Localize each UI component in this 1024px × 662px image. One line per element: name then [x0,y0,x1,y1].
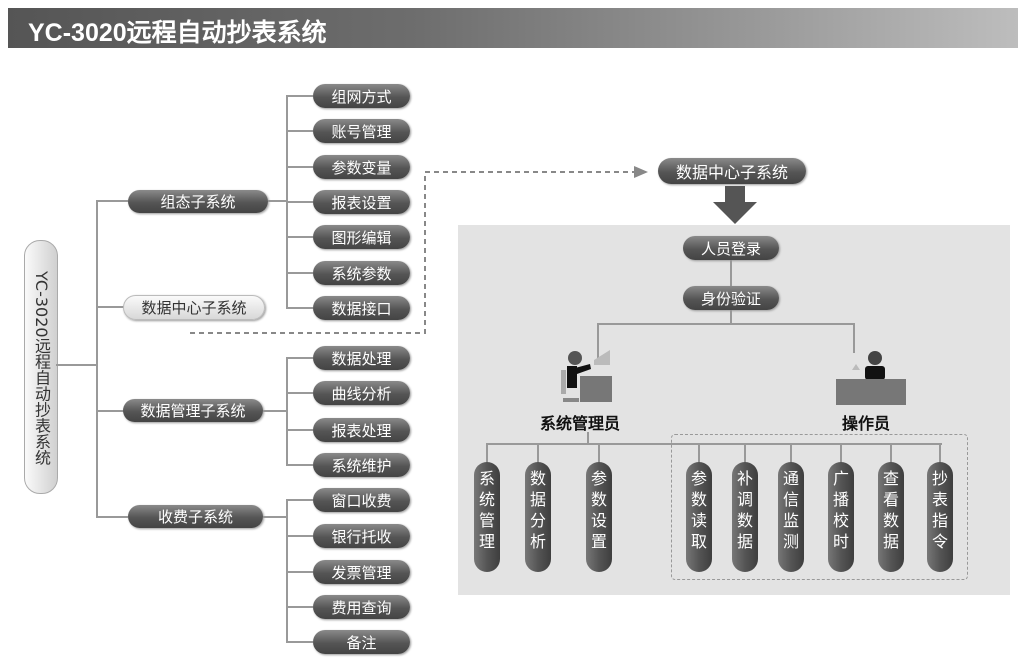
connector [486,443,488,463]
connector [286,499,313,501]
operator-label: 操作员 [842,414,891,433]
connector [96,306,124,308]
connector [286,535,313,537]
node-billing-item: 窗口收费 [313,488,410,512]
verify-node: 身份验证 [683,286,779,310]
root-node-label: YC-3020远程自动抄表系统 [32,270,51,466]
connector [96,201,98,518]
connector [286,429,313,431]
admin-person-icon [561,350,612,402]
operator-group-box [671,434,968,580]
connector [286,571,313,573]
connector [698,443,700,463]
admin-function: 系统管理 [474,462,500,572]
connector [96,200,128,202]
connector [286,166,313,168]
node-billing-item: 备注 [313,630,410,654]
operator-function: 广播校时 [828,462,854,572]
connector [286,236,313,238]
node-datamgmt-subsystem: 数据管理子系统 [123,399,263,422]
node-config-subsystem: 组态子系统 [128,190,268,213]
connector [286,130,313,132]
admin-label: 系统管理员 [540,414,621,433]
connector [286,392,313,394]
connector [286,464,313,466]
connector [890,443,892,463]
connector [96,516,128,518]
node-config-item: 参数变量 [313,155,410,179]
node-datacenter-subsystem: 数据中心子系统 [123,295,265,320]
connector [790,443,792,463]
connector [286,272,313,274]
connector [537,443,539,463]
root-node [24,240,58,494]
connector [286,201,313,203]
operator-function: 补调数据 [732,462,758,572]
operator-function: 查看数据 [878,462,904,572]
connector [96,410,124,412]
header-bar: YC-3020远程自动抄表系统 [8,8,1018,48]
node-billing-item: 银行托收 [313,524,410,548]
admin-function: 参数设置 [586,462,612,572]
connector [598,443,600,463]
node-billing-subsystem: 收费子系统 [128,505,263,528]
node-billing-item: 费用查询 [313,595,410,619]
node-config-item: 图形编辑 [313,225,410,249]
connector [939,443,941,463]
connector [286,95,313,97]
node-datamgmt-item: 数据处理 [313,346,410,370]
connector [286,357,313,359]
node-config-item: 数据接口 [313,296,410,320]
connector [286,641,313,643]
node-config-item: 系统参数 [313,261,410,285]
node-config-item: 组网方式 [313,84,410,108]
node-config-item: 账号管理 [313,119,410,143]
node-datamgmt-item: 曲线分析 [313,381,410,405]
connector [744,443,746,463]
connector [286,307,313,309]
operator-function: 通信监测 [778,462,804,572]
operator-person-icon [836,351,906,405]
admin-function: 数据分析 [525,462,551,572]
operator-function: 参数读取 [686,462,712,572]
connector [840,443,842,463]
login-node: 人员登录 [683,236,779,260]
datacenter-title: 数据中心子系统 [658,158,806,184]
node-config-item: 报表设置 [313,190,410,214]
node-datamgmt-item: 报表处理 [313,418,410,442]
down-arrow-icon [713,186,757,224]
node-datamgmt-item: 系统维护 [313,453,410,477]
page-title: YC-3020远程自动抄表系统 [28,19,327,47]
connector [286,606,313,608]
node-billing-item: 发票管理 [313,560,410,584]
connector [56,364,97,366]
operator-function: 抄表指令 [927,462,953,572]
